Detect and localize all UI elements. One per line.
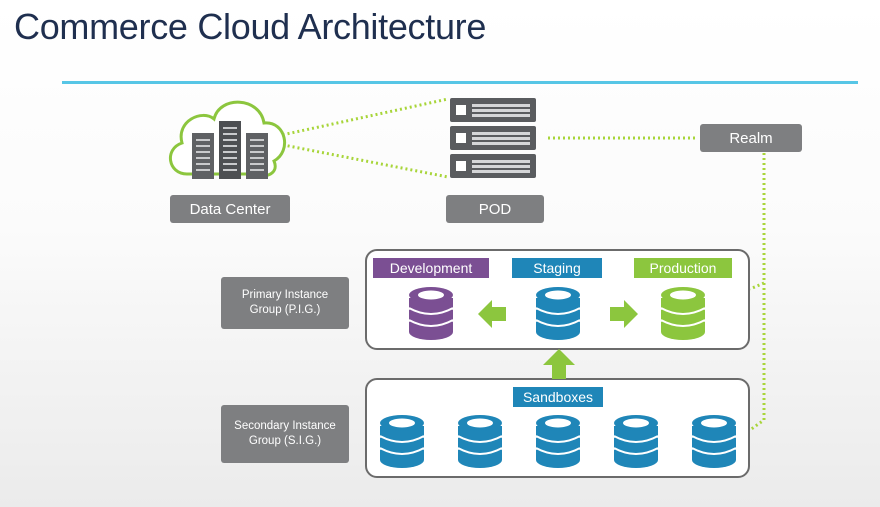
arrow-left-icon xyxy=(478,300,506,328)
sandbox-database-icon-5 xyxy=(691,415,737,468)
page-title: Commerce Cloud Architecture xyxy=(14,6,487,47)
sandboxes-label: Sandboxes xyxy=(513,387,603,407)
development-database-icon xyxy=(408,287,454,340)
production-label: Production xyxy=(634,258,732,278)
pig-label: Primary Instance Group (P.I.G.) xyxy=(221,277,349,329)
pod-label: POD xyxy=(446,195,544,223)
sig-label: Secondary Instance Group (S.I.G.) xyxy=(221,405,349,463)
production-database-icon xyxy=(660,287,706,340)
connector-dc-pod-bottom xyxy=(267,140,449,179)
connector-realm-pig xyxy=(749,281,765,291)
sandbox-database-icon-4 xyxy=(613,415,659,468)
staging-database-icon xyxy=(535,287,581,340)
sandbox-database-icon-2 xyxy=(457,415,503,468)
data-center-label: Data Center xyxy=(170,195,290,223)
title-divider xyxy=(62,81,858,84)
development-label: Development xyxy=(373,258,489,278)
arrow-up-icon xyxy=(543,349,575,379)
arrow-right-icon xyxy=(610,300,638,328)
sandbox-database-icon-3 xyxy=(535,415,581,468)
sandbox-database-icon-1 xyxy=(379,415,425,468)
connector-dc-pod-top xyxy=(267,97,449,140)
realm-label: Realm xyxy=(700,124,802,152)
server-stack-icon xyxy=(450,98,536,178)
staging-label: Staging xyxy=(512,258,602,278)
connector-realm-sig xyxy=(749,153,766,432)
cloud-datacenter-icon xyxy=(169,100,286,179)
